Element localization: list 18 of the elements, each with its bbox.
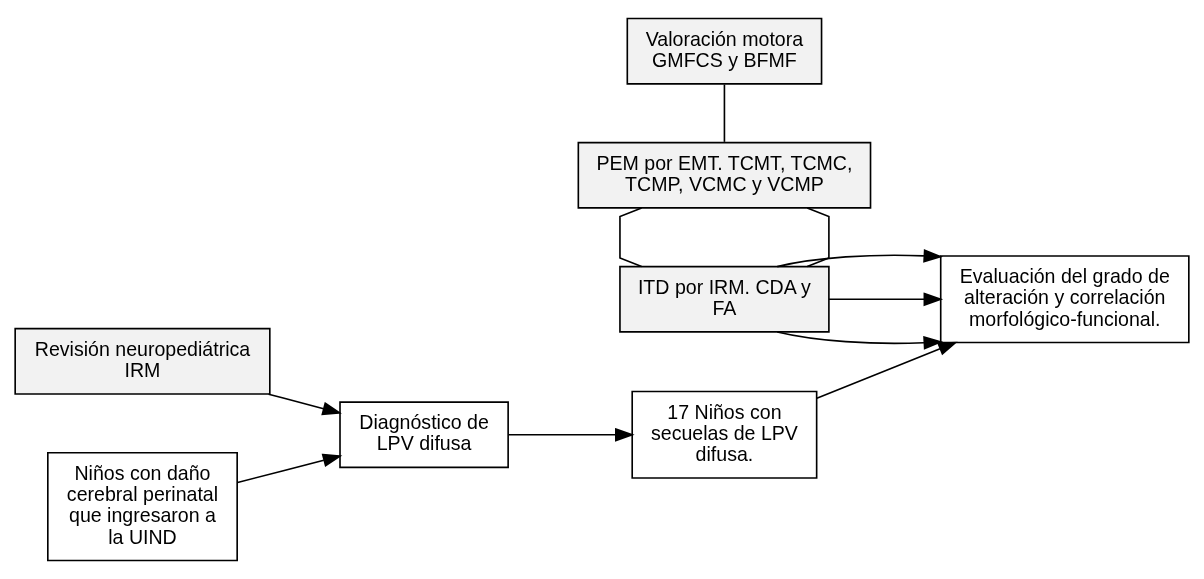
node-box: 17 Niños con secuelas de LPV difusa. (631, 390, 818, 479)
arrow (236, 453, 343, 484)
connector (723, 83, 726, 143)
connector (806, 207, 830, 268)
arrow (776, 248, 944, 268)
connector (619, 207, 643, 268)
node-box: Niños con daño cerebral perinatal que ingresaron a la UIND (47, 451, 238, 562)
arrow (267, 393, 342, 416)
node-box: Evaluación del grado de alteración y correlación morfológico-funcional. (939, 255, 1190, 344)
node-box: ITD por IRM. CDA y FA (619, 265, 830, 333)
arrow (828, 292, 944, 307)
node-box: Diagnóstico de LPV difusa (339, 401, 509, 469)
node-box: Valoración motora GMFCS y BFMF (626, 17, 823, 85)
arrow (507, 427, 635, 442)
arrow (776, 331, 944, 350)
node-box: Revisión neuropediátrica IRM (14, 327, 271, 395)
arrow (816, 341, 958, 400)
node-box: PEM por EMT. TCMT, TCMC, TCMP, VCMC y VCMP (577, 141, 872, 209)
